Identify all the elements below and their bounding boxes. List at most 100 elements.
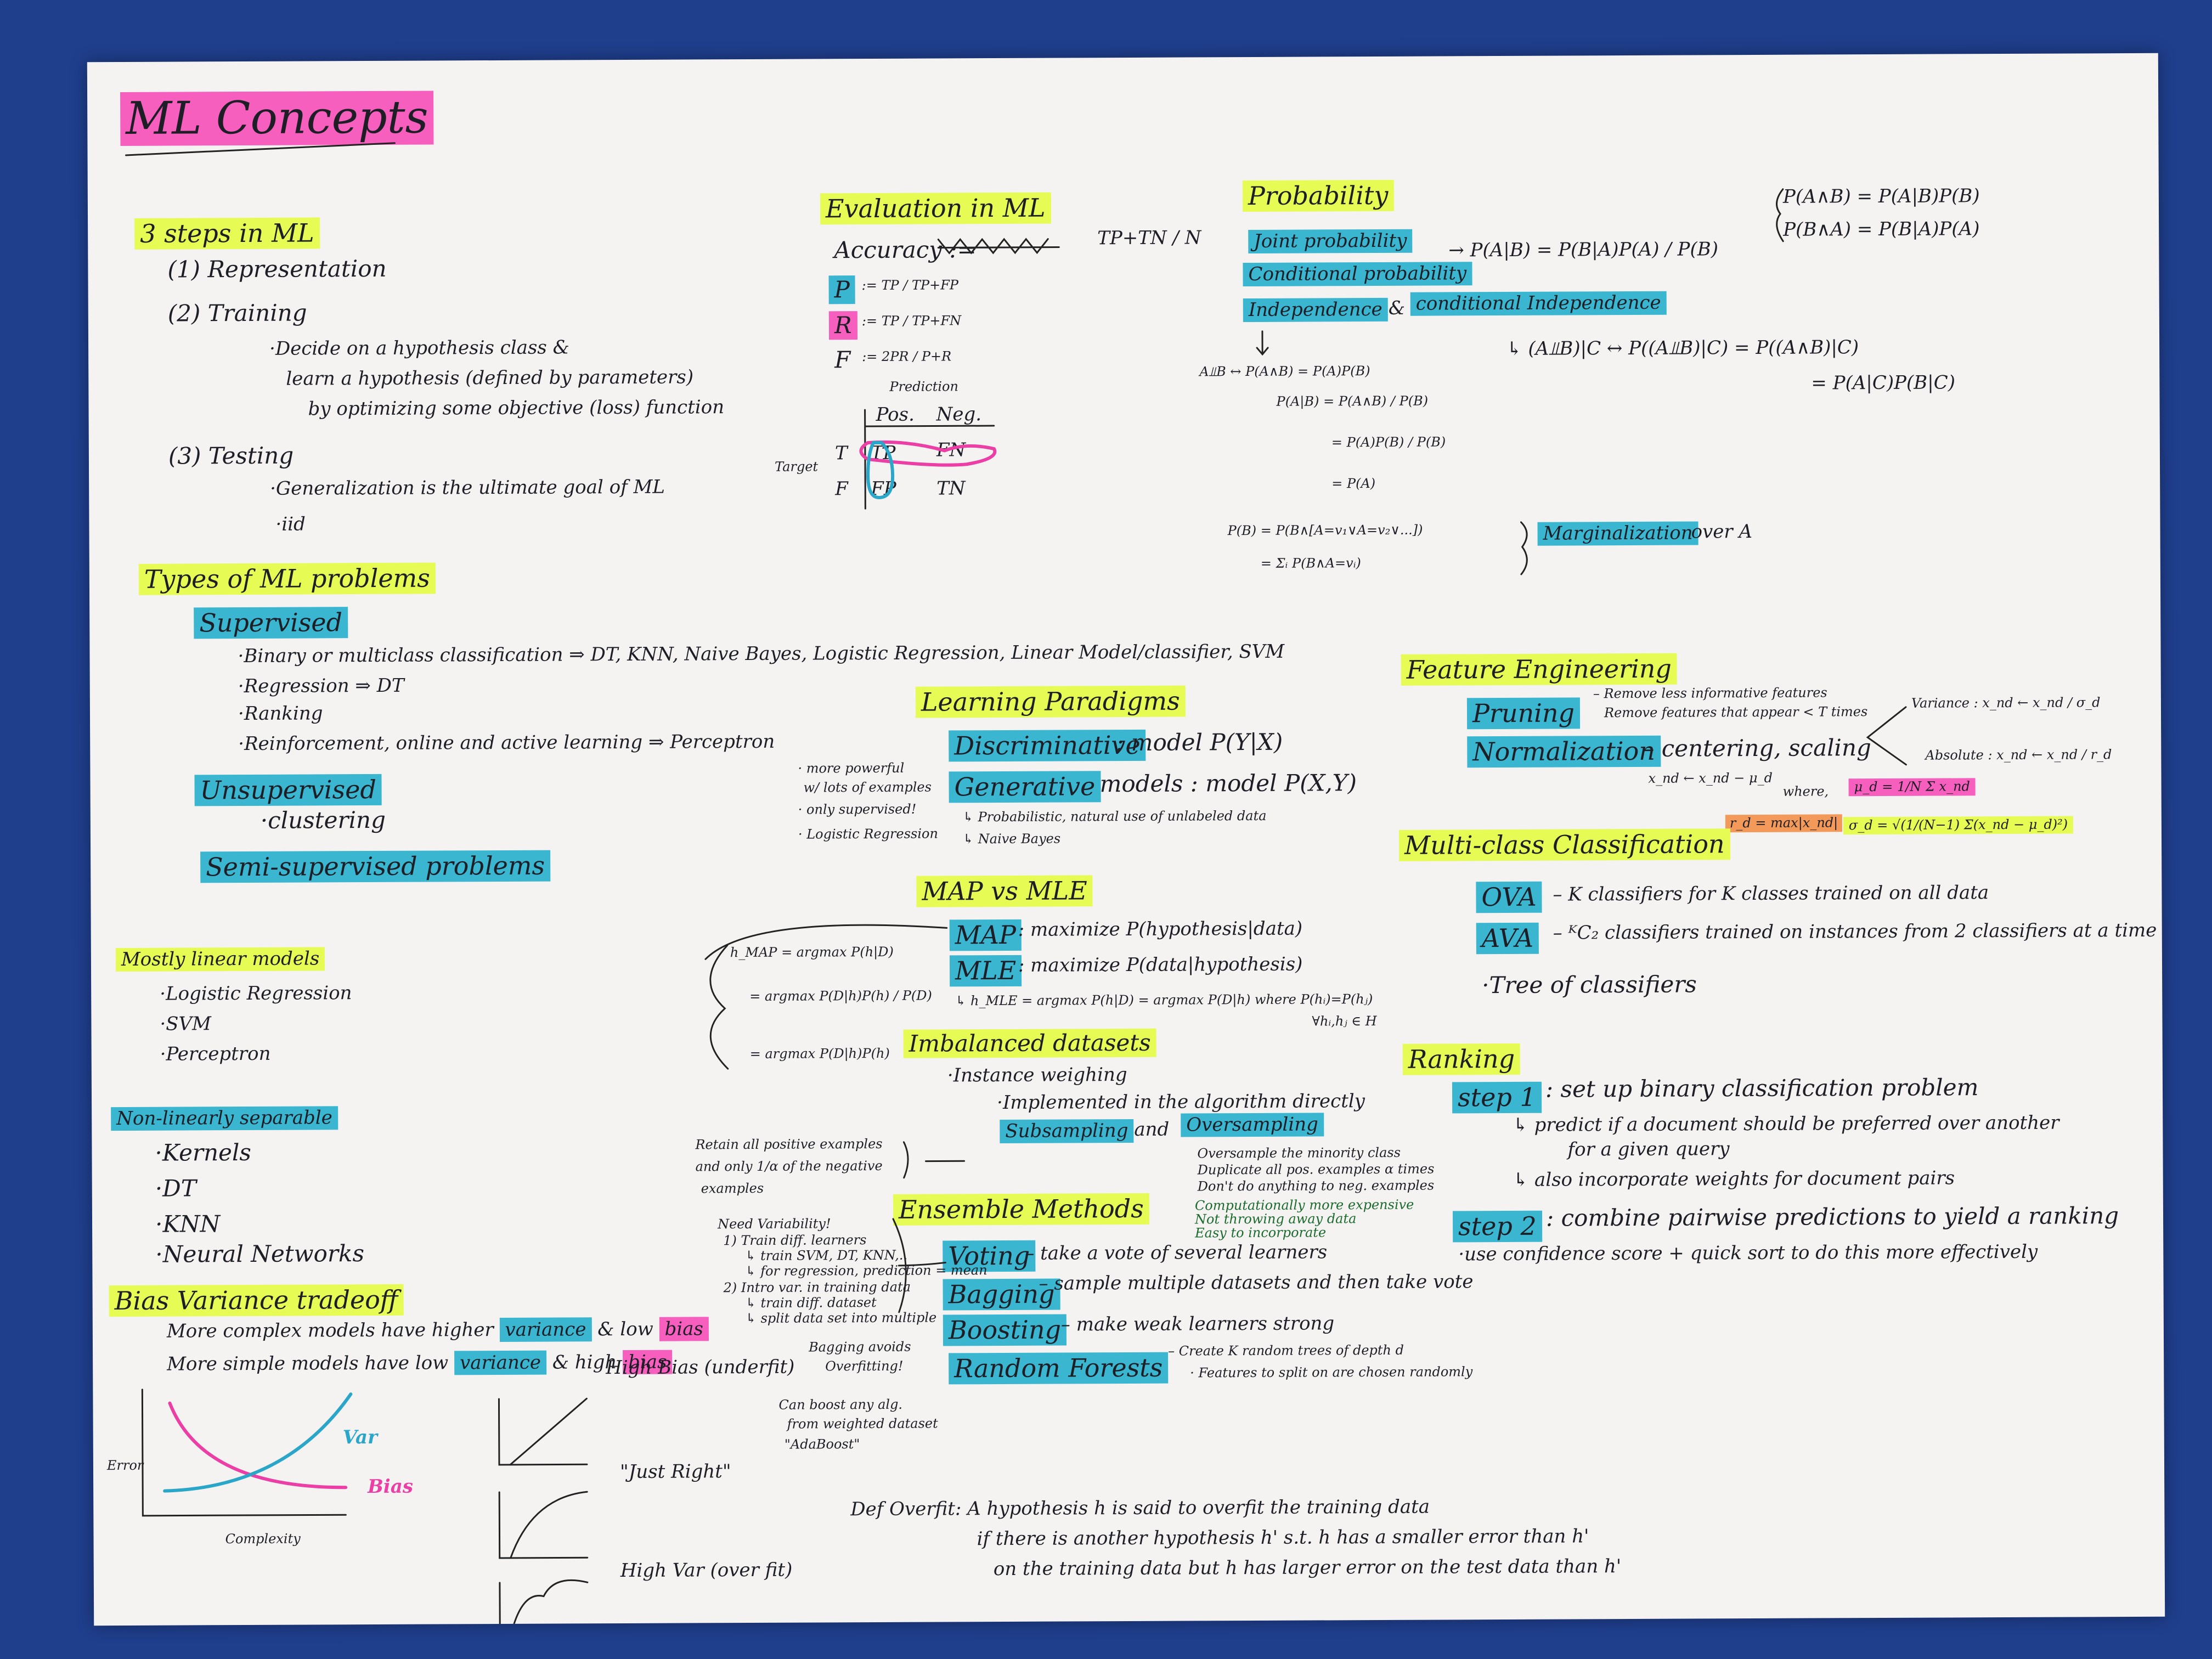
- ranking-note-4: ·use confidence score + quick sort to do…: [1458, 1240, 2038, 1266]
- range-formula: r_d = max|x_nd|: [1725, 814, 1843, 832]
- confusion-pos-header: Pos.: [876, 403, 915, 426]
- hmap-eq-3: = argmax P(D|h)P(h): [749, 1045, 890, 1062]
- product-rule-brace: [1776, 188, 1784, 242]
- conditional-independence-label: conditional Independence: [1410, 291, 1667, 316]
- f-symbol: F: [834, 346, 851, 374]
- ranking-heading: Ranking: [1402, 1043, 1521, 1075]
- feature-heading: Feature Engineering: [1401, 653, 1677, 686]
- cell-fn: FN: [936, 439, 966, 461]
- confusion-neg-header: Neg.: [936, 403, 982, 426]
- bias-curve-label: Bias: [368, 1475, 414, 1498]
- variance-scaling: Variance : x_nd ← x_nd / σ_d: [1911, 695, 2101, 711]
- absolute-scaling: Absolute : x_nd ← x_nd / r_d: [1925, 747, 2112, 763]
- hmap-eq-2: = argmax P(D|h)P(h) / P(D): [749, 988, 932, 1004]
- boosting-label: Boosting: [943, 1314, 1067, 1346]
- conditional-independence-result: = P(A|C)P(B|C): [1811, 371, 1956, 394]
- map-brace: [709, 944, 729, 1070]
- justright-plot-axes: [498, 1491, 589, 1559]
- ava-definition: – ᴷC₂ classifiers trained on instances f…: [1553, 919, 2157, 944]
- product-rule-2: P(B∧A) = P(B|A)P(A): [1783, 218, 1980, 241]
- supervised-label: Supervised: [194, 607, 348, 639]
- underfit-label: High Bias (underfit): [606, 1356, 795, 1379]
- marginalization-label: Marginalization: [1537, 521, 1699, 546]
- just-right-label: "Just Right": [619, 1460, 731, 1483]
- page-title: ML Concepts: [120, 91, 434, 146]
- variability-note-4: ↳ for regression, prediction = mean: [745, 1262, 988, 1279]
- biasvar-line-1: More complex models have higher variance…: [167, 1317, 709, 1342]
- hmap-eq-1: h_MAP = argmax P(h|D): [730, 944, 894, 961]
- cell-fp: FP: [871, 477, 896, 500]
- nonlinear-item-3: ·KNN: [155, 1210, 221, 1238]
- unsupervised-label: Unsupervised: [194, 774, 382, 806]
- overfit-label: High Var (over fit): [620, 1559, 793, 1582]
- random-forests-note: · Features to split on are chosen random…: [1190, 1364, 1473, 1381]
- pruning-note-2: Remove features that appear < T times: [1604, 704, 1868, 721]
- std-formula: σ_d = √(1/(N−1) Σ(x_nd − μ_d)²): [1843, 816, 2074, 834]
- linear-heading: Mostly linear models: [115, 947, 325, 972]
- variance-highlight-1: variance: [499, 1317, 592, 1342]
- linear-item-2: ·SVM: [160, 1013, 212, 1035]
- independence-eq-4: = P(A): [1331, 476, 1376, 492]
- types-heading: Types of ML problems: [138, 562, 436, 595]
- bias-highlight-1: bias: [659, 1317, 709, 1341]
- independence-eq-1: A⫫B ↔ P(A∧B) = P(A)P(B): [1199, 363, 1370, 380]
- nonlinear-item-1: ·Kernels: [155, 1138, 252, 1166]
- semi-supervised-label: Semi-supervised problems: [200, 850, 551, 883]
- prediction-label: Prediction: [889, 379, 958, 394]
- random-forests-label: Random Forests: [949, 1352, 1169, 1385]
- paradigm-side-note-2: w/ lots of examples: [803, 779, 932, 795]
- oversample-note-3: Don't do anything to neg. examples: [1197, 1177, 1435, 1194]
- unsupervised-item: ·clustering: [260, 806, 386, 834]
- normalization-label: Normalization: [1467, 735, 1661, 768]
- overfit-plot-axes: [499, 1582, 589, 1626]
- generative-label: Generative: [949, 771, 1101, 803]
- nonlinear-item-2: ·DT: [155, 1175, 196, 1202]
- bagging-avoids-1: Bagging avoids: [808, 1339, 911, 1355]
- mle-equation: ↳ h_MLE = argmax P(h|D) = argmax P(D|h) …: [955, 991, 1373, 1009]
- independence-arrow: [1256, 330, 1269, 356]
- boost-note-1: Can boost any alg.: [778, 1396, 903, 1413]
- conditional-probability: Conditional probability: [1243, 262, 1472, 287]
- normalization-brace: [1866, 706, 1907, 766]
- step-testing: (3) Testing: [168, 442, 294, 470]
- underfit-plot-axes: [498, 1398, 588, 1466]
- biasvar-line-1-mid: & low: [597, 1318, 653, 1341]
- target-label: Target: [774, 459, 819, 475]
- independence-eq-3: = P(A)P(B) / P(B): [1331, 434, 1446, 450]
- retain-note-3: examples: [701, 1180, 764, 1197]
- underfit-line: [509, 1397, 588, 1466]
- retain-note-2: and only 1/α of the negative: [695, 1158, 883, 1175]
- normalization-definition: – centering, scaling: [1643, 734, 1871, 762]
- mle-label: MLE: [949, 955, 1022, 987]
- oversample-note-2: Duplicate all pos. examples α times: [1197, 1161, 1435, 1178]
- recall-definition: := TP / TP+FN: [861, 313, 962, 329]
- confusion-row-f: F: [835, 478, 848, 500]
- linear-item-3: ·Perceptron: [160, 1042, 271, 1065]
- marginalization-eq-1: P(B) = P(B∧[A=v₁∨A=v₂∨...]): [1227, 522, 1423, 539]
- retain-brace: [902, 1141, 909, 1179]
- paradigms-heading: Learning Paradigms: [915, 685, 1186, 718]
- pruning-note-1: – Remove less informative features: [1593, 685, 1827, 702]
- retain-note-1: Retain all positive examples: [695, 1136, 883, 1153]
- biasvar-line-2-text: More simple models have low: [167, 1352, 449, 1375]
- step-representation: (1) Representation: [167, 255, 387, 283]
- overfit-curve: [510, 1579, 589, 1626]
- probability-heading: Probability: [1242, 179, 1394, 212]
- bagging-avoids-2: Overfitting!: [825, 1358, 904, 1374]
- imbalanced-and: and: [1134, 1118, 1170, 1141]
- pruning-label: Pruning: [1466, 697, 1581, 730]
- linear-item-1: ·Logistic Regression: [160, 982, 352, 1005]
- overfit-definition-1: Def Overfit: A hypothesis h is said to o…: [850, 1496, 1430, 1521]
- variability-note-2: 1) Train diff. learners: [723, 1232, 867, 1249]
- multiclass-heading: Multi-class Classification: [1398, 828, 1730, 861]
- step2-label: step 2: [1452, 1210, 1542, 1243]
- confusion-row-t: T: [834, 442, 848, 465]
- variability-note-3: ↳ train SVM, DT, KNN,..: [745, 1247, 908, 1264]
- accuracy-fraction: TP+TN / N: [1097, 227, 1201, 250]
- product-rule-1: P(A∧B) = P(A|B)P(B): [1782, 185, 1980, 208]
- generative-definition: models : model P(X,Y): [1099, 769, 1357, 798]
- map-mle-heading: MAP vs MLE: [916, 875, 1093, 907]
- generative-note-1: ↳ Probabilistic, natural use of unlabele…: [962, 808, 1267, 825]
- oversample-pro-con-3: Easy to incorporate: [1195, 1224, 1327, 1241]
- voting-definition: – take a vote of several learners: [1025, 1241, 1328, 1265]
